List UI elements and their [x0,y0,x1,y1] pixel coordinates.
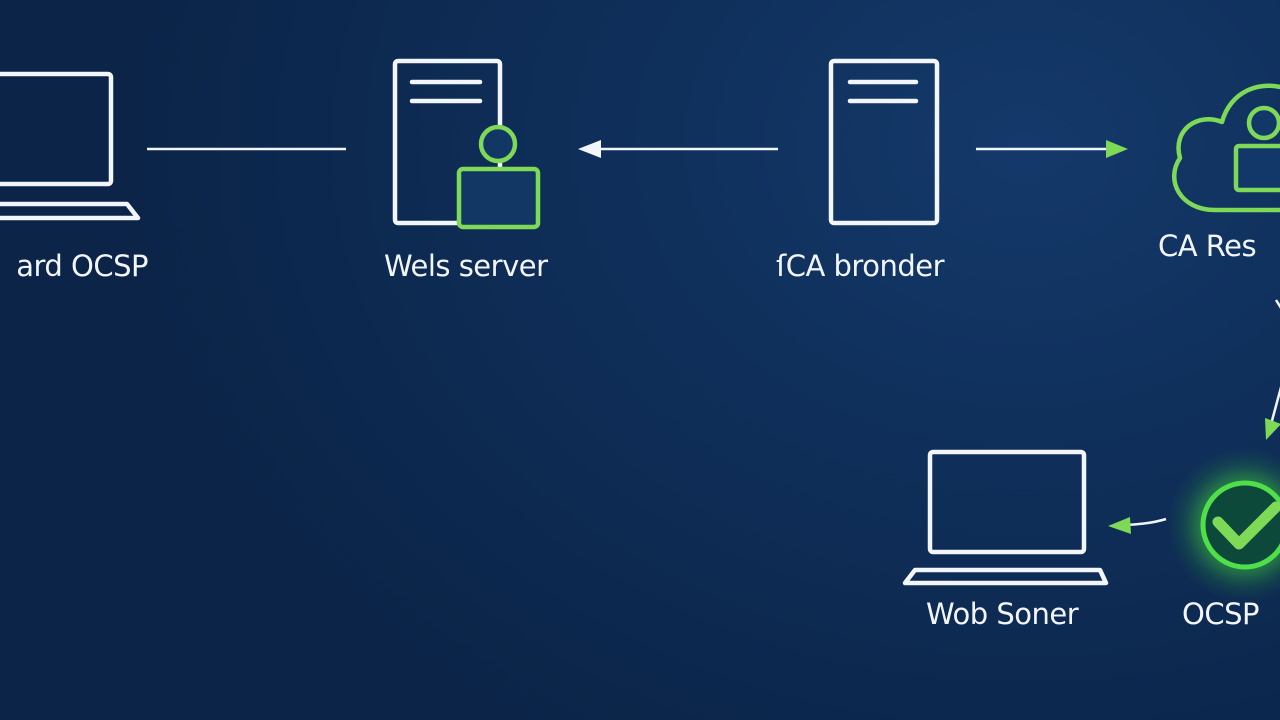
ca-responder-label: ſCA bronder [776,249,945,283]
cloud-user-icon [1172,83,1280,213]
laptop-icon [902,449,1109,586]
arrow-left-curved [1108,517,1167,534]
ocsp-label: OCSP [1182,597,1259,631]
server-user-icon [392,58,541,230]
arrow-down-diagonal [1265,299,1280,440]
web-server-label: Wels server [384,249,548,283]
arrow-left [578,140,778,158]
left-laptop-label: ard OCSP [16,252,148,281]
arrow-right [976,140,1128,158]
checkmark-circle-icon [1167,447,1280,603]
ca-right-label: CA Res [1158,229,1257,263]
bottom-laptop-label: Wob Soner [926,597,1079,631]
laptop-icon [0,71,141,221]
server-icon [828,58,940,226]
